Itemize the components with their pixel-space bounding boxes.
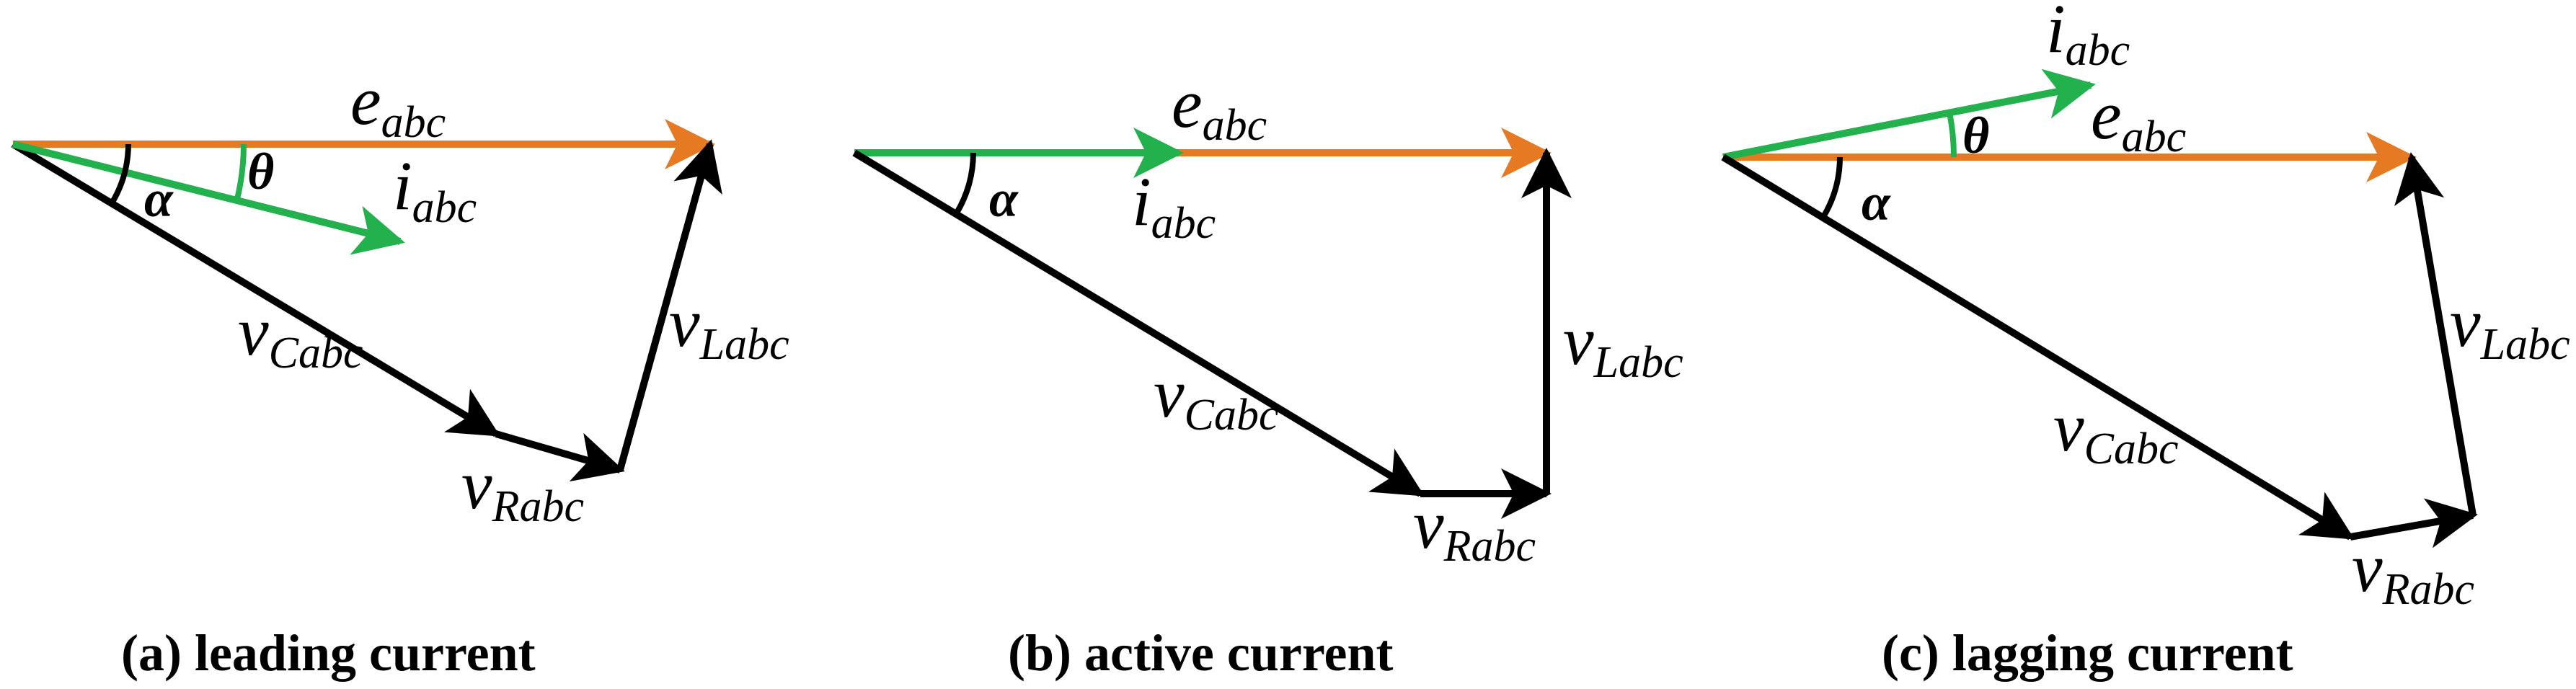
caption-b: (b) active current xyxy=(1008,624,1394,682)
v-labc-vector xyxy=(2394,152,2477,516)
v-labc-vector xyxy=(616,139,722,471)
v-labc-label: vLabc xyxy=(1563,302,1683,387)
i-abc-label: iabc xyxy=(393,147,477,232)
v-rabc-label: vRabc xyxy=(2352,529,2474,614)
alpha-label: α xyxy=(989,170,1019,228)
i-abc-vector xyxy=(1722,68,2096,161)
caption-c: (c) lagging current xyxy=(1882,624,2293,682)
i-abc-label: iabc xyxy=(1132,163,1216,248)
e-abc-label: eabc xyxy=(1172,65,1267,150)
v-rabc-label: vRabc xyxy=(461,446,584,531)
alpha-arc xyxy=(109,143,131,205)
alpha-label: α xyxy=(1862,174,1891,231)
v-cabc-vector xyxy=(1721,154,2355,541)
theta-arc xyxy=(234,143,247,203)
v-rabc-vector xyxy=(495,430,625,482)
theta-label: θ xyxy=(1962,107,1989,164)
panel-b: eabc iabc vCabc vRabc vLabc α (b) active… xyxy=(852,65,1683,682)
i-abc-vector xyxy=(12,141,405,255)
v-rabc-label: vRabc xyxy=(1413,486,1536,571)
v-cabc-label: vCabc xyxy=(1154,355,1278,440)
e-abc-label: eabc xyxy=(2091,76,2186,161)
e-abc-label: eabc xyxy=(350,62,446,147)
v-rabc-vector xyxy=(2350,498,2478,548)
v-labc-label: vLabc xyxy=(2450,284,2570,369)
theta-label: θ xyxy=(247,143,274,200)
alpha-label: α xyxy=(144,170,174,228)
panel-a: eabc iabc vCabc vRabc vLabc α θ (a) lead… xyxy=(11,62,789,682)
caption-a: (a) leading current xyxy=(121,624,536,682)
i-abc-label: iabc xyxy=(2046,0,2130,75)
v-cabc-label: vCabc xyxy=(238,293,363,378)
alpha-arc xyxy=(1820,156,1843,219)
v-cabc-vector xyxy=(11,141,501,437)
v-cabc-vector xyxy=(852,149,1425,497)
v-labc-label: vLabc xyxy=(669,284,789,369)
panel-c: iabc eabc vCabc vRabc vLabc α θ (c) lagg… xyxy=(1721,0,2570,682)
v-cabc-label: vCabc xyxy=(2053,388,2178,474)
alpha-arc xyxy=(953,152,976,216)
theta-arc xyxy=(1947,112,1957,158)
